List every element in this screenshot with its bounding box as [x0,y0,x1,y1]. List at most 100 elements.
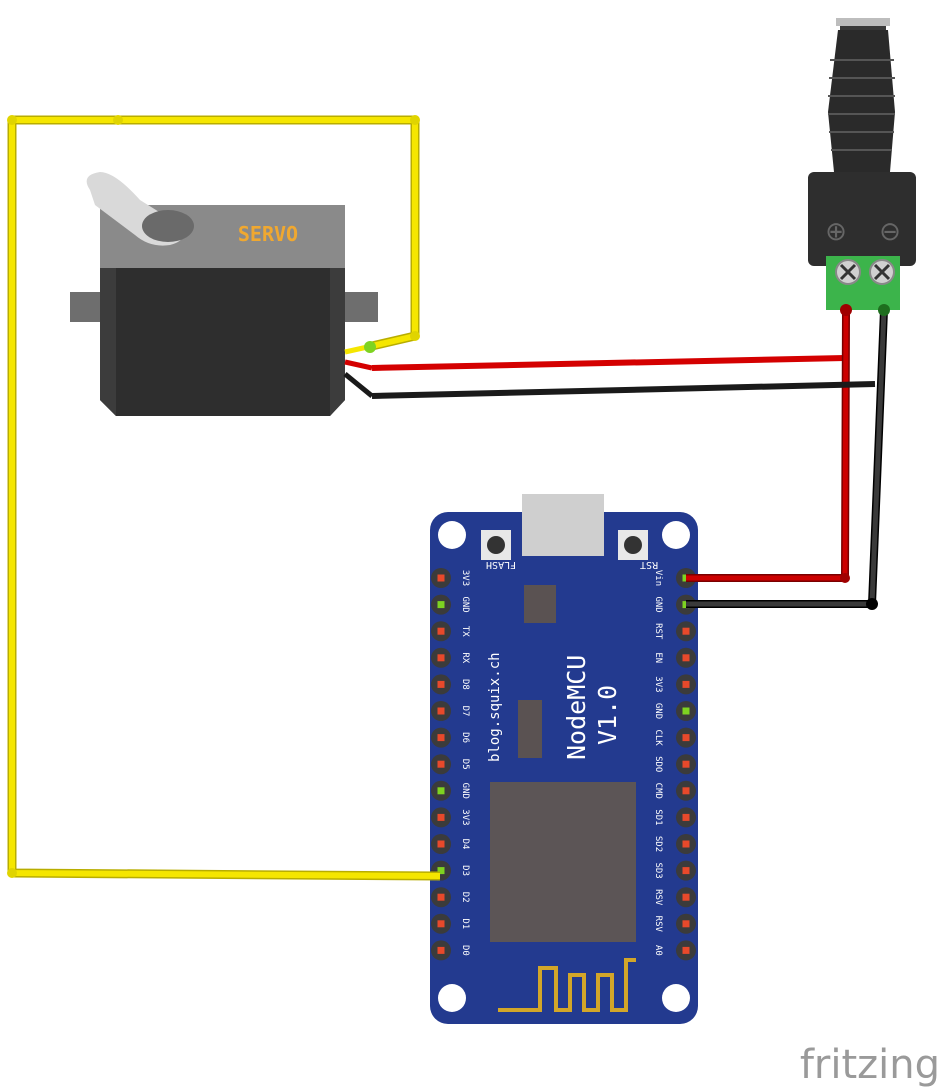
flash-button[interactable] [481,530,511,560]
gnd-wire[interactable] [686,309,887,607]
left-pin[interactable] [431,913,451,934]
wire-bendpoint[interactable] [410,115,420,125]
wire-bendpoint[interactable] [866,598,878,610]
right-pin-label: RST [653,623,663,640]
left-pin-label: D2 [460,892,470,903]
right-pin-label: EN [653,652,663,663]
right-pin-label: CMD [653,783,663,799]
left-pin[interactable] [431,647,451,668]
left-pin[interactable] [431,568,451,588]
left-pin[interactable] [431,807,451,828]
right-pin[interactable] [676,621,696,642]
left-pin-label: D8 [460,679,470,690]
left-pin[interactable] [431,674,451,695]
right-pin-label: CLK [653,729,663,746]
nodemcu-board: FLASH RST NodeMCU V1.0 blog.squix.ch 3V3… [430,494,698,1024]
right-pin[interactable] [676,913,696,934]
wire-bendpoint[interactable] [840,573,850,583]
left-pin[interactable] [431,887,451,908]
left-pin[interactable] [431,727,451,748]
left-pin[interactable] [431,780,451,801]
servo-power-wire[interactable] [371,355,846,371]
left-pin-label: GND [460,783,470,799]
right-pin[interactable] [676,780,696,801]
chip-regulator [518,700,542,758]
left-pin-label: TX [460,626,470,637]
left-pin-label: 3V3 [460,809,470,825]
right-pin-label: 3V3 [653,676,663,692]
right-pin[interactable] [676,701,696,721]
right-pin[interactable] [676,834,696,854]
right-pin[interactable] [676,674,696,695]
dc-power-jack: ⊕ ⊖ [808,18,916,310]
jack-barrel [828,30,895,172]
mount-hole [662,521,690,549]
jack-housing [808,172,916,266]
left-pin-label: GND [460,596,470,612]
servo-ground-wire[interactable] [371,381,876,399]
wire-bendpoint[interactable] [410,331,420,341]
right-pin-label: SD2 [653,836,663,852]
wire-bendpoint[interactable] [113,115,123,125]
board-version: V1.0 [593,685,622,745]
right-pin[interactable] [676,940,696,961]
left-pin-label: D4 [460,839,470,850]
terminal-plus-end[interactable] [840,304,852,316]
plus-symbol: ⊕ [825,217,847,247]
left-pin-label: 3V3 [460,570,470,586]
right-pin-label: A0 [653,945,663,956]
right-pin[interactable] [676,647,696,668]
left-pin[interactable] [431,754,451,775]
right-pin-label: SD3 [653,862,663,878]
servo-body [100,268,345,416]
right-pin[interactable] [676,860,696,881]
left-pin[interactable] [431,701,451,721]
rst-button[interactable] [618,530,648,560]
esp-module [490,782,636,942]
right-pin[interactable] [676,807,696,828]
fritzing-watermark: fritzing [800,1042,940,1088]
chip-small [524,585,556,623]
servo-signal-end[interactable] [364,341,376,353]
servo-motor: SERVO [70,172,378,416]
left-pin[interactable] [431,834,451,854]
wire-bendpoint[interactable] [7,868,17,878]
left-pin-label: D3 [460,865,470,876]
antenna-trace [498,958,636,1012]
right-pin[interactable] [676,754,696,775]
signal-wire[interactable] [9,117,441,879]
right-pin[interactable] [676,727,696,748]
left-pin-label: D7 [460,706,470,717]
right-pin-label: GND [653,703,663,719]
wire-bendpoint[interactable] [7,115,17,125]
mount-hole [662,984,690,1012]
right-pin-label: RSV [653,889,663,906]
terminal-minus-end[interactable] [878,304,890,316]
right-pin-label: Vin [653,570,663,586]
left-pin-label: D1 [460,918,470,929]
vin-power-wire[interactable] [686,309,849,581]
right-pin-label: SDO [653,756,663,772]
usb-port [522,494,604,556]
left-pin-label: D0 [460,945,470,956]
left-pin[interactable] [431,621,451,642]
rst-label: RST [640,559,658,570]
left-pin-label: D6 [460,732,470,743]
left-pin[interactable] [431,594,451,615]
wires [7,115,890,881]
board-url: blog.squix.ch [487,652,503,762]
right-pin[interactable] [676,887,696,908]
mount-hole [438,521,466,549]
left-pin[interactable] [431,940,451,961]
board-name: NodeMCU [562,655,591,760]
right-pin-label: GND [653,596,663,612]
right-pin-label: RSV [653,916,663,933]
mount-hole [438,984,466,1012]
servo-shaft [142,210,194,242]
left-pin-label: D5 [460,759,470,770]
right-pin-label: SD1 [653,809,663,825]
minus-symbol: ⊖ [879,217,901,247]
servo-label: SERVO [238,222,298,246]
